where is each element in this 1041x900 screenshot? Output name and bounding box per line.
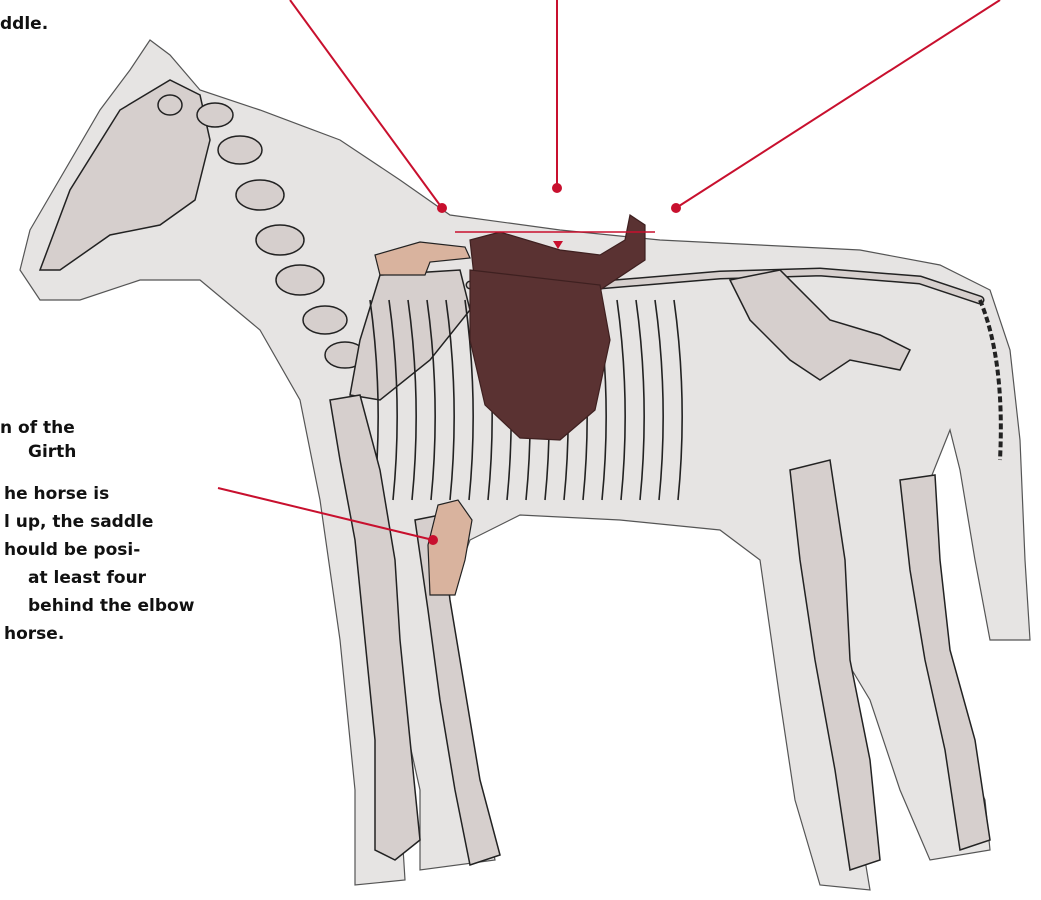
pointer-dot-center [552, 183, 562, 193]
girth-note-line-6: horse. [4, 622, 64, 647]
girth-note-line-2: l up, the saddle [4, 510, 153, 535]
girth-note-title-1: n of the [0, 416, 75, 441]
pointer-line-rear [676, 0, 1000, 208]
pointer-dot-rear [671, 203, 681, 213]
girth-note-line-4: at least four [28, 566, 146, 591]
girth-note-line-5: behind the elbow [28, 594, 194, 619]
pointer-dot-withers [437, 203, 447, 213]
girth-note-line-1: he horse is [4, 482, 109, 507]
pointer-dot-elbow [428, 535, 438, 545]
girth-note-line-3: hould be posi- [4, 538, 140, 563]
girth-note-title-2: Girth [28, 440, 76, 465]
top-caption-fragment: ddle. [0, 12, 48, 37]
